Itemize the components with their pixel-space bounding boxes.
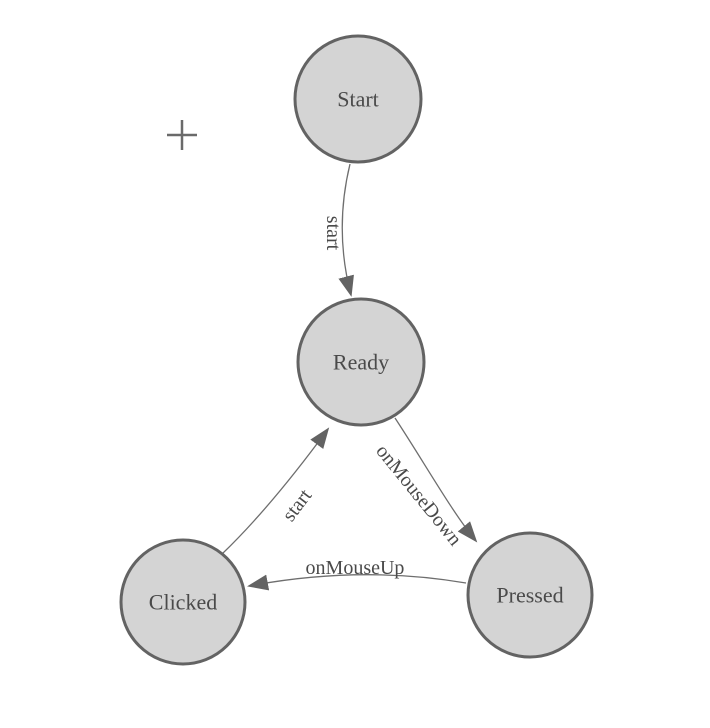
edge-label-start-to-ready: start xyxy=(322,216,344,251)
node-circle-clicked[interactable] xyxy=(119,538,247,666)
node-label-start: Start xyxy=(337,87,379,112)
edge-label-pressed-to-clicked: onMouseUp xyxy=(306,557,405,579)
node-circle-ready[interactable] xyxy=(296,297,426,427)
node-circle-pressed[interactable] xyxy=(466,531,594,659)
node-clicked[interactable]: Clicked xyxy=(119,538,247,666)
node-start[interactable]: Start xyxy=(293,34,423,164)
node-label-clicked: Clicked xyxy=(149,590,217,615)
edge-pressed-to-clicked[interactable] xyxy=(247,574,467,591)
edge-clicked-to-ready[interactable] xyxy=(221,427,330,555)
edge-ready-to-pressed[interactable] xyxy=(394,417,478,543)
node-pressed[interactable]: Pressed xyxy=(466,531,594,659)
edge-label-ready-to-pressed: onMouseDown xyxy=(371,440,466,550)
crosshair-cursor xyxy=(167,120,197,150)
cursor-layer xyxy=(167,120,197,150)
edge-label-clicked-to-ready: start xyxy=(278,485,317,526)
node-ready[interactable]: Ready xyxy=(296,297,426,427)
node-label-pressed: Pressed xyxy=(496,583,563,608)
node-label-ready: Ready xyxy=(333,350,389,375)
node-circle-start[interactable] xyxy=(293,34,423,164)
edge-start-to-ready[interactable] xyxy=(338,163,354,297)
